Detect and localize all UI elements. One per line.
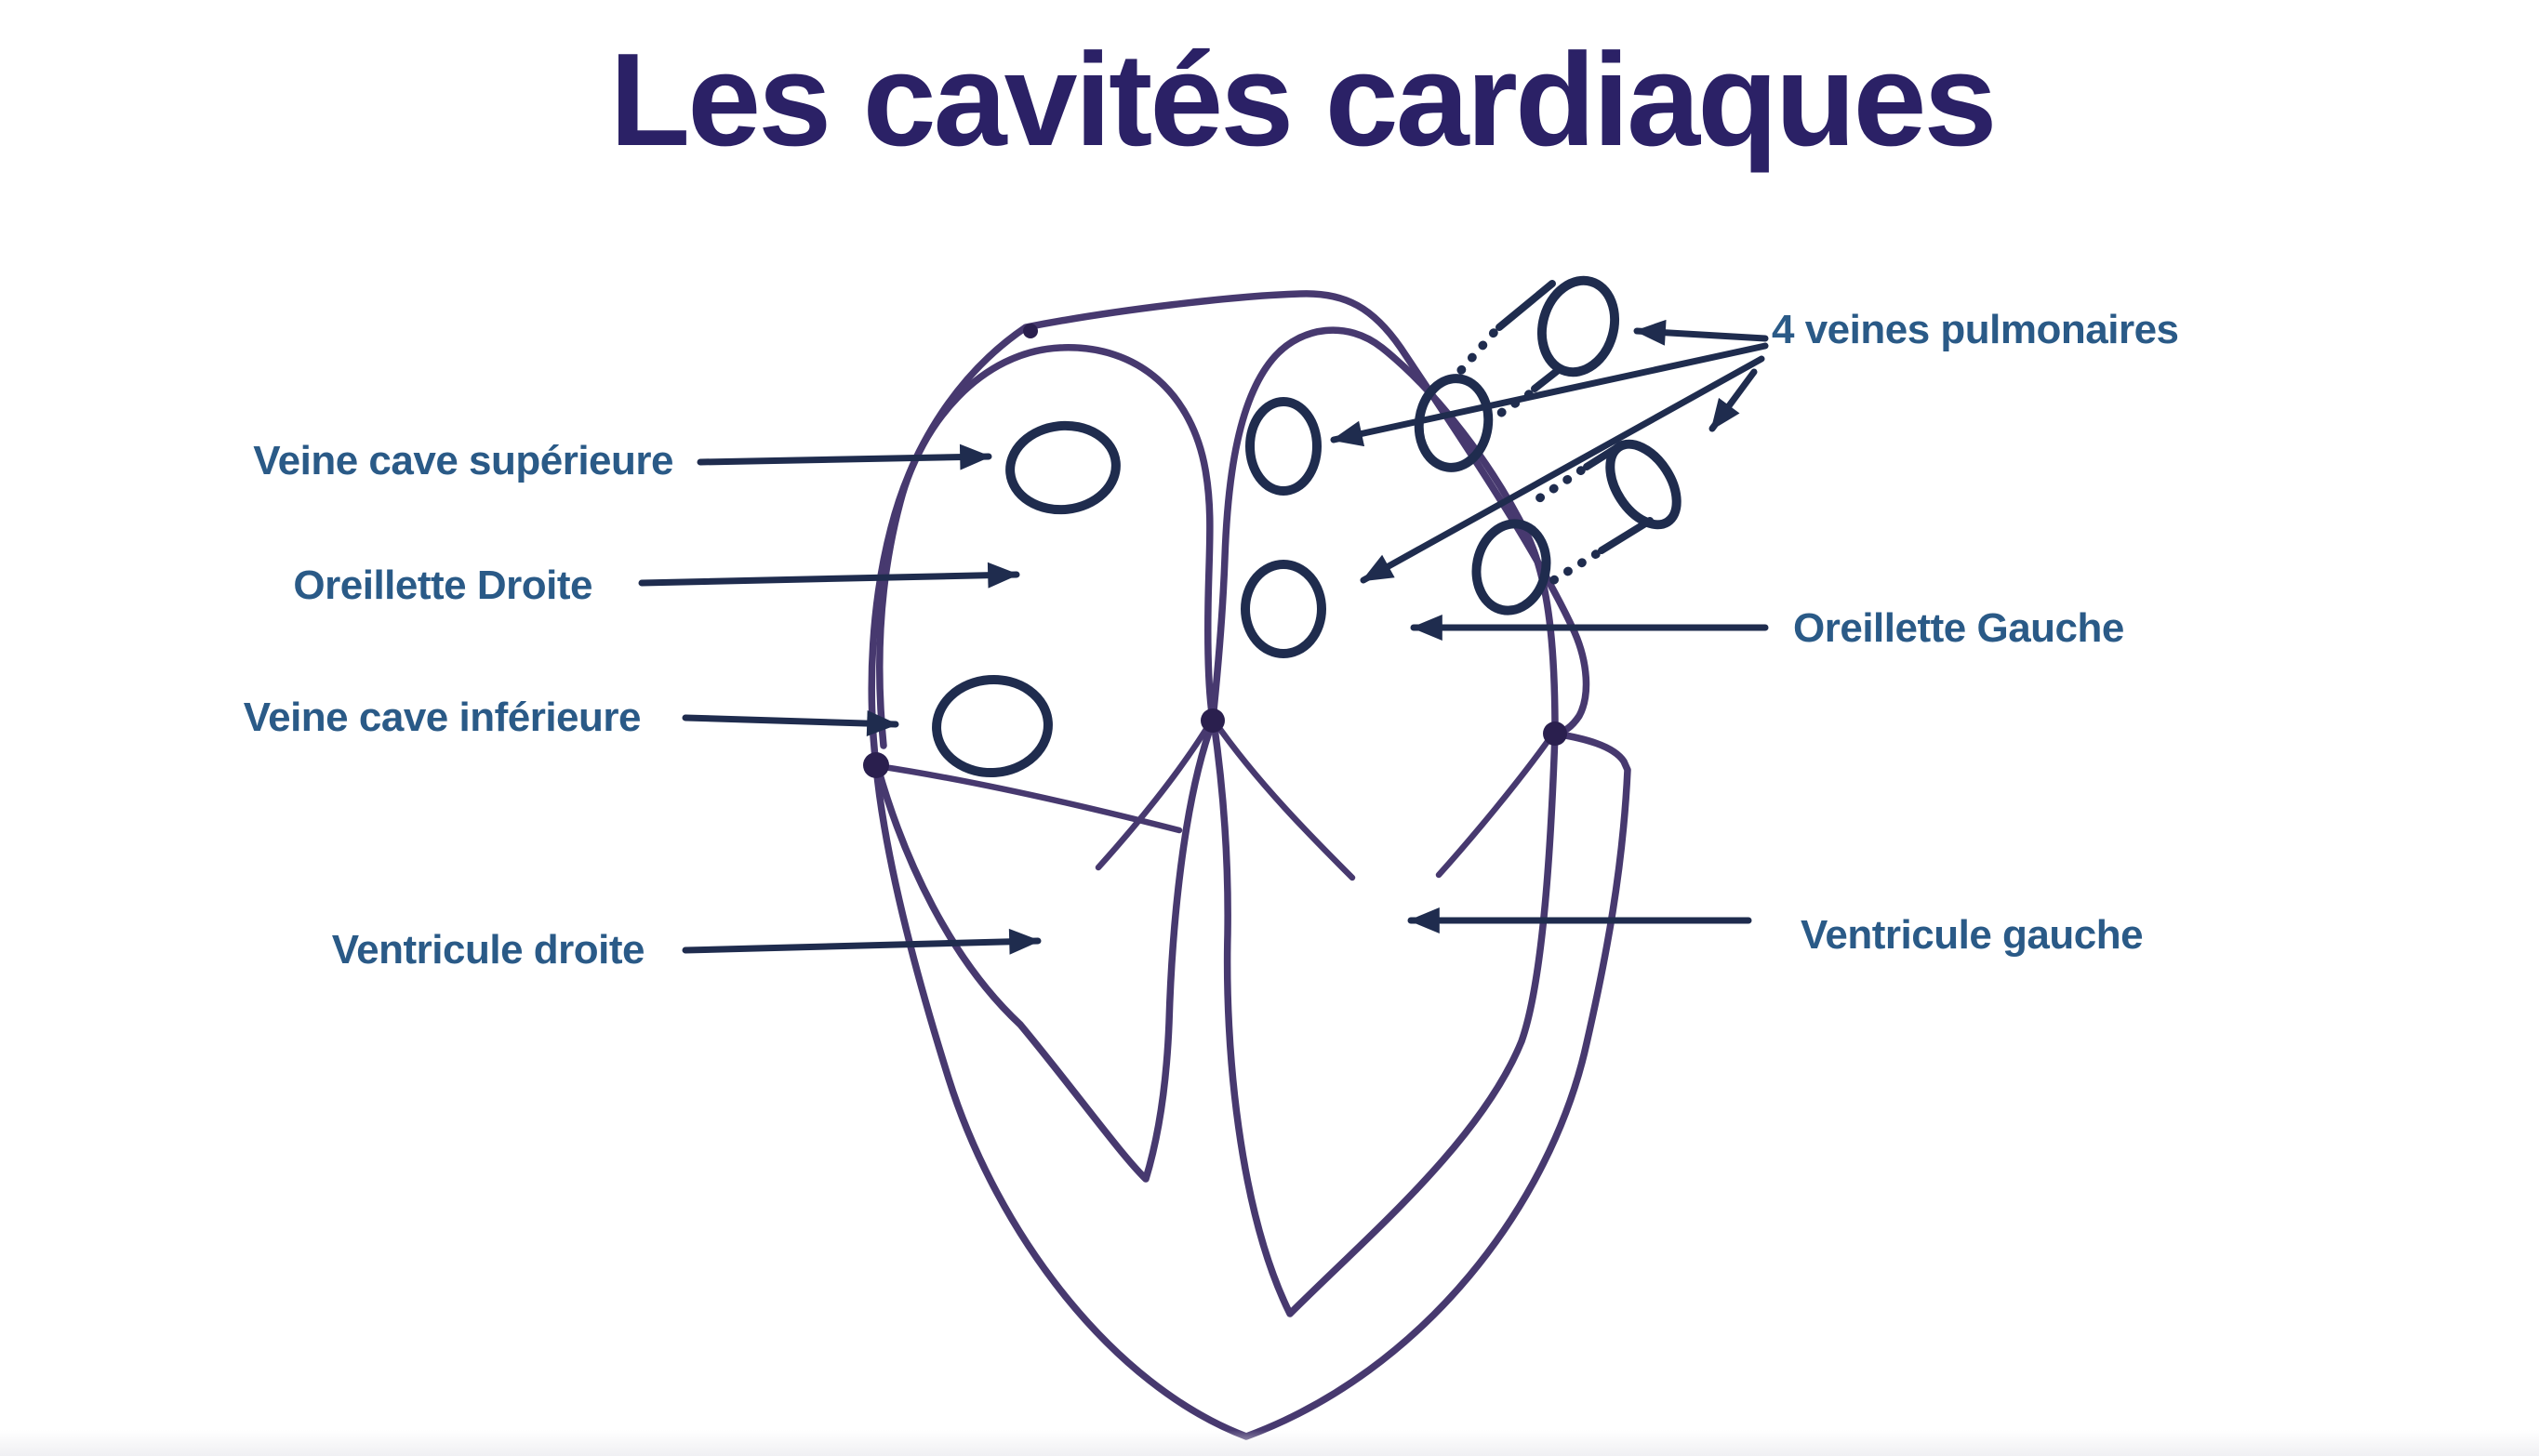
left-ventricle-cavity bbox=[1210, 718, 1559, 1317]
label-veines-pulmonaires: 4 veines pulmonaires bbox=[1772, 307, 2179, 352]
arrow-veines-pulmonaires-1 bbox=[1633, 319, 1769, 346]
vessel-openings bbox=[932, 275, 1682, 778]
bottom-edge-shading bbox=[0, 1430, 2539, 1456]
label-veine-cave-inferieure: Veine cave inférieure bbox=[243, 695, 642, 740]
pulmonary-vein-opening-2 bbox=[1241, 560, 1326, 658]
arrow-oreillette-droite bbox=[638, 562, 1020, 589]
arrow-ventricule-droite bbox=[682, 928, 1042, 955]
label-veine-cave-superieure: Veine cave supérieure bbox=[253, 438, 673, 483]
ink-knots bbox=[863, 324, 1567, 778]
arrow-veines-pulmonaires-2 bbox=[1708, 368, 1758, 432]
annotations bbox=[638, 275, 1769, 955]
arrow-veines-pulmonaires-4 bbox=[1360, 355, 1765, 584]
pulmonary-vein-tube-end-upper bbox=[1536, 275, 1620, 377]
arrow-veines-pulmonaires-3 bbox=[1330, 342, 1769, 447]
tricuspid-valve-lines bbox=[874, 718, 1215, 871]
right-atrium-inner-wall bbox=[875, 344, 1216, 749]
arrow-veine-cave-inferieure bbox=[682, 710, 899, 737]
heart-drawing bbox=[863, 290, 1631, 1440]
mitral-valve-lines bbox=[1211, 718, 1557, 881]
inferior-vena-cava-opening bbox=[932, 674, 1053, 778]
page-title: Les cavités cardiaques bbox=[609, 26, 1998, 174]
arrow-veine-cave-superieure bbox=[697, 443, 992, 470]
label-ventricule-gauche: Ventricule gauche bbox=[1801, 912, 2144, 958]
label-arrows bbox=[638, 319, 1769, 955]
label-ventricule-droite: Ventricule droite bbox=[331, 927, 645, 973]
pulmonary-vein-tubes-hidden-dotted bbox=[1452, 328, 1601, 589]
pulmonary-vein-opening-4 bbox=[1471, 519, 1551, 615]
pulmonary-vein-opening-1 bbox=[1245, 397, 1322, 496]
label-oreillette-droite: Oreillette Droite bbox=[293, 563, 592, 608]
left-atrium-inner-wall bbox=[1209, 326, 1559, 735]
label-oreillette-gauche: Oreillette Gauche bbox=[1793, 605, 2124, 651]
pulmonary-vein-tubes bbox=[1495, 280, 1654, 554]
superior-vena-cava-opening bbox=[1005, 420, 1121, 515]
